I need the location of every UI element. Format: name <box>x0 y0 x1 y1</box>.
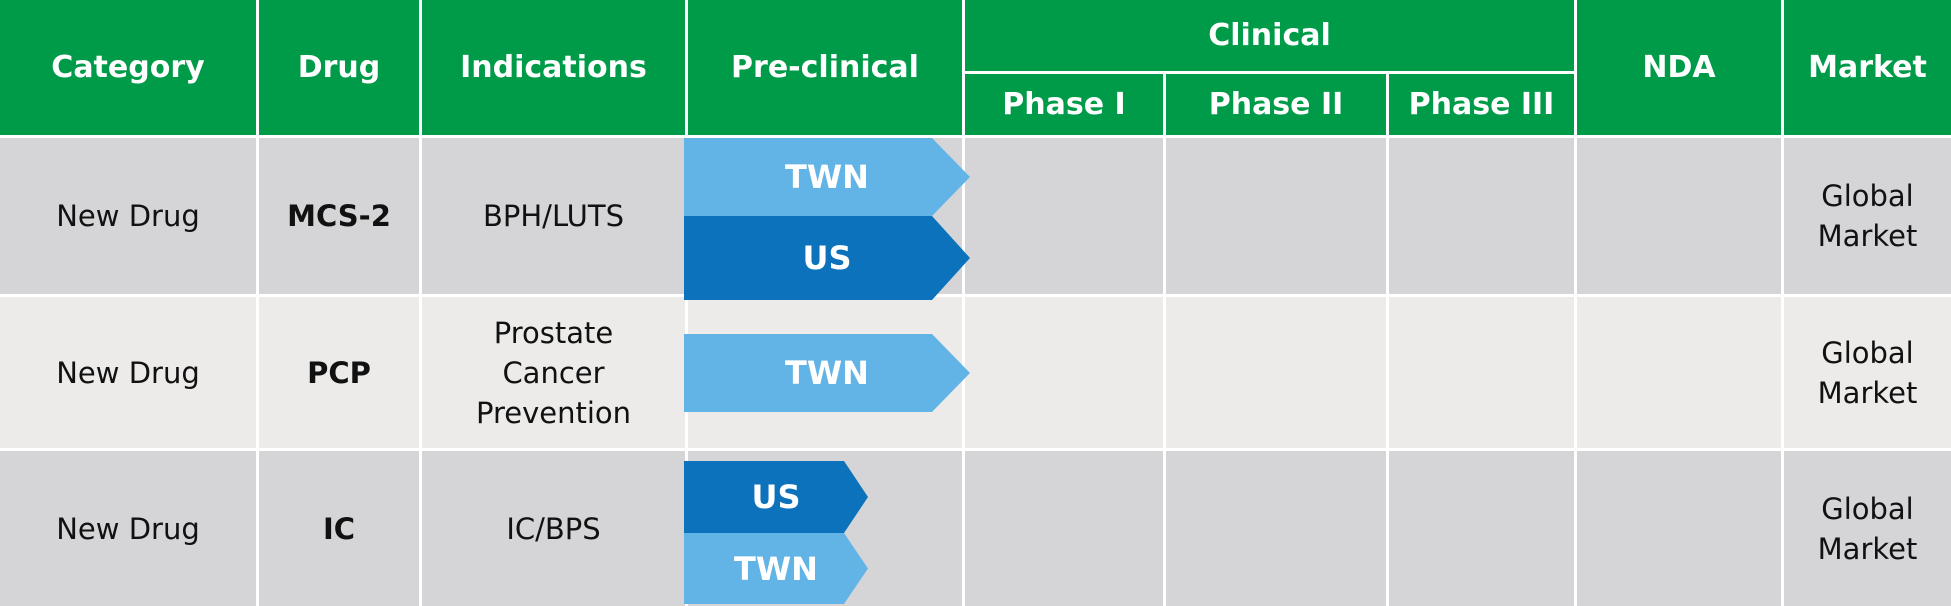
row-3-nda <box>1577 451 1781 606</box>
header-phase-3: Phase III <box>1389 74 1574 135</box>
header-nda: NDA <box>1577 0 1781 135</box>
header-preclinical: Pre-clinical <box>688 0 962 135</box>
header-drug: Drug <box>259 0 419 135</box>
row-2-phase-1 <box>965 297 1163 448</box>
row-2-twn-label: TWN <box>785 354 869 392</box>
row-2-category: New Drug <box>0 297 256 448</box>
row-1-us-arrow: US <box>684 216 970 300</box>
row-3-phase-1 <box>965 451 1163 606</box>
row-1-drug: MCS-2 <box>259 138 419 294</box>
row-1-us-label: US <box>802 239 852 277</box>
row-1-nda <box>1577 138 1781 294</box>
row-2-indications: Prostate Cancer Prevention <box>422 297 685 448</box>
row-3-twn-label: TWN <box>734 549 818 588</box>
row-2-nda <box>1577 297 1781 448</box>
row-1-twn-arrow: TWN <box>684 138 970 216</box>
row-2-phase-3 <box>1389 297 1574 448</box>
row-3-drug: IC <box>259 451 419 606</box>
row-3-us-arrow: US <box>684 461 868 533</box>
row-3-phase-3 <box>1389 451 1574 606</box>
row-1-twn-label: TWN <box>785 158 869 196</box>
row-2-market: Global Market <box>1784 297 1951 448</box>
row-1-phase-2 <box>1166 138 1386 294</box>
row-1-phase-3 <box>1389 138 1574 294</box>
row-3-us-label: US <box>751 478 801 516</box>
row-3-indications: IC/BPS <box>422 451 685 606</box>
header-phase-1: Phase I <box>965 74 1163 135</box>
row-2-drug: PCP <box>259 297 419 448</box>
row-3-category: New Drug <box>0 451 256 606</box>
header-indications: Indications <box>422 0 685 135</box>
header-market: Market <box>1784 0 1951 135</box>
header-clinical: Clinical <box>965 0 1574 71</box>
row-3-phase-2 <box>1166 451 1386 606</box>
row-1-indications: BPH/LUTS <box>422 138 685 294</box>
header-category: Category <box>0 0 256 135</box>
row-1-market: Global Market <box>1784 138 1951 294</box>
row-2-phase-2 <box>1166 297 1386 448</box>
row-1-category: New Drug <box>0 138 256 294</box>
row-3-market: Global Market <box>1784 451 1951 606</box>
row-3-twn-arrow: TWN <box>684 533 868 604</box>
header-phase-2: Phase II <box>1166 74 1386 135</box>
row-1-phase-1 <box>965 138 1163 294</box>
row-2-twn-arrow: TWN <box>684 334 970 412</box>
